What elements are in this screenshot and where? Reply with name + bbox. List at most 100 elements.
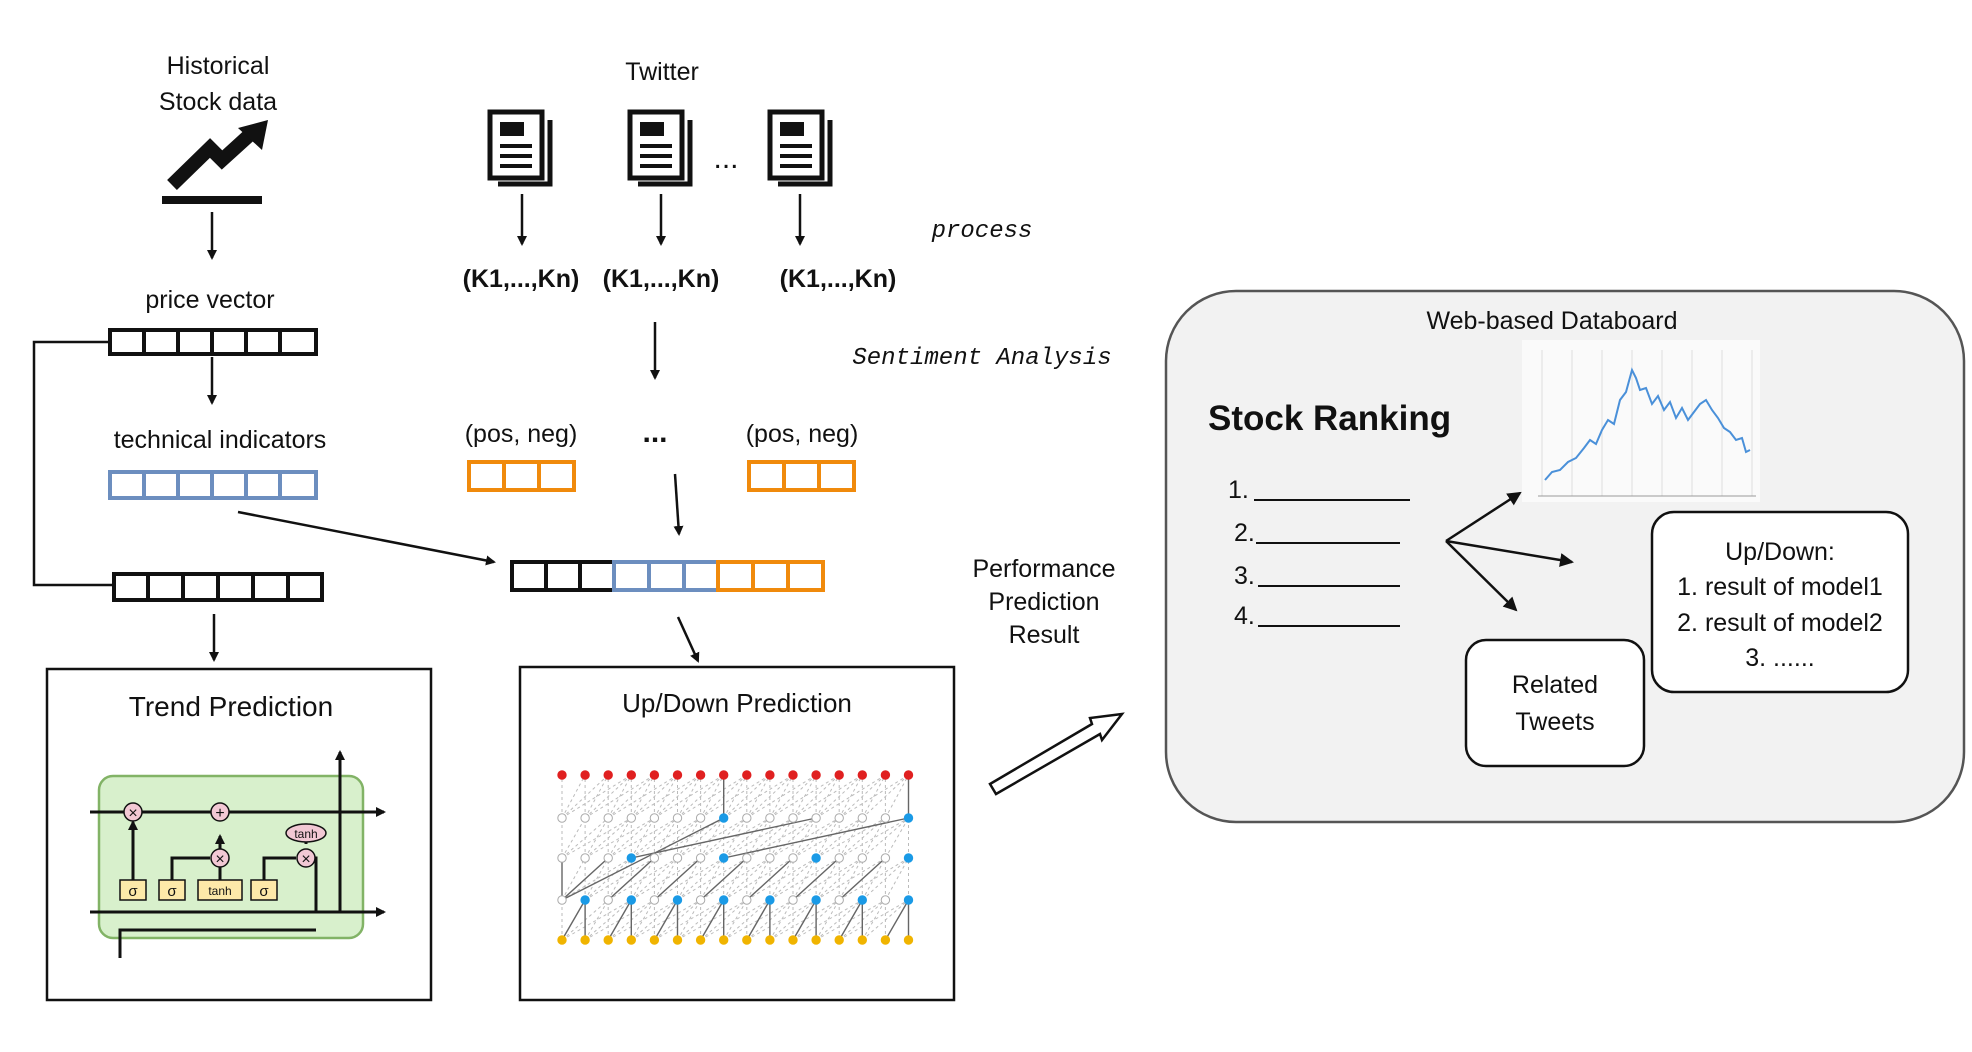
wavenet-output-node — [719, 770, 729, 780]
lstm-op-mul-2: × — [215, 851, 224, 868]
merged-input-cells — [112, 572, 324, 602]
concatenated-feature-vector — [510, 560, 825, 592]
updown-line-2: 2. result of model2 — [1677, 609, 1883, 637]
wavenet-input-node — [557, 935, 567, 945]
wavenet-input-node — [649, 935, 660, 945]
wavenet-output-node — [672, 770, 683, 780]
updown-line-1: 1. result of model1 — [1677, 573, 1883, 601]
wavenet-input-node — [788, 935, 798, 945]
wavenet-input-node — [603, 935, 613, 945]
wavenet-hidden-node — [857, 895, 867, 905]
wavenet-hidden-node — [788, 853, 798, 863]
wavenet-hidden-node — [580, 813, 590, 823]
wavenet-hidden-node — [880, 895, 891, 905]
sentiment-ellipsis: ... — [642, 416, 667, 449]
twitter-label: Twitter — [625, 58, 699, 86]
wavenet-output-node — [834, 770, 844, 780]
lstm-gate-1: σ — [128, 883, 138, 900]
tweet-document-icons — [487, 109, 833, 187]
wavenet-hidden-node — [695, 895, 706, 905]
wavenet-hidden-node — [695, 853, 706, 863]
tweet-document-icon — [487, 109, 553, 187]
sentiment-pair-1: (pos, neg) — [465, 420, 578, 448]
wavenet-hidden-node — [857, 813, 867, 823]
lstm-gate-2: σ — [167, 883, 177, 900]
wavenet-hidden-node — [719, 813, 729, 823]
keywords-2: (K1,...,Kn) — [603, 265, 720, 293]
wavenet-diagram — [557, 770, 914, 945]
price-vector-label: price vector — [145, 286, 274, 314]
wavenet-input-node — [719, 935, 729, 945]
wavenet-output-node — [603, 770, 613, 780]
wavenet-hidden-node — [788, 813, 798, 823]
wavenet-hidden-node — [857, 853, 867, 863]
wavenet-hidden-node — [649, 813, 660, 823]
lstm-op-tanh: tanh — [294, 827, 317, 841]
wavenet-hidden-node — [880, 813, 891, 823]
wavenet-hidden-node — [603, 813, 613, 823]
document-arrows — [517, 194, 805, 246]
ranking-fan-arrows — [1445, 491, 1574, 612]
wavenet-hidden-node — [903, 895, 914, 905]
lstm-op-mul-3: × — [301, 851, 310, 868]
tweet-document-icon — [767, 109, 833, 187]
arrow-sentiment-to-concat — [673, 473, 684, 536]
performance-label-line2: Prediction — [988, 588, 1099, 616]
wavenet-hidden-node — [672, 813, 683, 823]
wavenet-hidden-node — [834, 813, 844, 823]
wavenet-hidden-node — [811, 895, 821, 905]
price-vector-cells — [108, 328, 318, 356]
wavenet-output-node — [811, 770, 821, 780]
performance-label-line1: Performance — [972, 555, 1115, 583]
wavenet-hidden-node — [649, 853, 660, 863]
keywords-1: (K1,...,Kn) — [463, 265, 580, 293]
wavenet-hidden-node — [811, 813, 821, 823]
wavenet-input-node — [742, 935, 752, 945]
related-tweets-panel — [1464, 638, 1646, 768]
stock-price-thumbnail-chart — [1522, 340, 1760, 502]
sentiment-analysis-label: Sentiment Analysis — [852, 345, 1111, 372]
dashboard-title: Web-based Databoard — [1426, 307, 1677, 335]
lstm-gate-3: tanh — [208, 884, 231, 898]
price-bypass-connector — [32, 340, 112, 587]
updown-line-title: Up/Down: — [1725, 538, 1835, 566]
wavenet-hidden-node — [626, 853, 636, 863]
wavenet-output-node — [557, 770, 567, 780]
wavenet-input-node — [672, 935, 683, 945]
wavenet-hidden-node — [557, 813, 567, 823]
technical-indicator-cells — [108, 470, 318, 500]
performance-label-line3: Result — [1009, 621, 1080, 649]
updown-prediction-title: Up/Down Prediction — [622, 688, 852, 718]
wavenet-hidden-node — [626, 895, 636, 905]
lstm-gate-4: σ — [259, 883, 269, 900]
wavenet-output-node — [580, 770, 590, 780]
wavenet-hidden-node — [742, 895, 752, 905]
wavenet-hidden-node — [811, 853, 821, 863]
lstm-cell-diagram: × + × × tanh σ σ tanh σ — [90, 750, 386, 958]
wavenet-hidden-node — [580, 853, 590, 863]
wavenet-output-node — [903, 770, 914, 780]
hollow-arrow-to-dashboard — [988, 712, 1125, 796]
wavenet-output-node — [695, 770, 706, 780]
historical-label-line2: Stock data — [159, 88, 277, 116]
wavenet-hidden-node — [765, 895, 775, 905]
updown-results-panel — [1650, 510, 1910, 694]
wavenet-hidden-node — [834, 895, 844, 905]
wavenet-hidden-node — [880, 853, 891, 863]
wavenet-output-node — [880, 770, 891, 780]
wavenet-hidden-node — [765, 853, 775, 863]
wavenet-input-node — [834, 935, 844, 945]
wavenet-hidden-node — [903, 853, 914, 863]
wavenet-hidden-node — [834, 853, 844, 863]
wavenet-hidden-node — [672, 895, 683, 905]
related-tweets-line2: Tweets — [1515, 708, 1594, 736]
wavenet-input-node — [695, 935, 706, 945]
wavenet-hidden-node — [649, 895, 660, 905]
wavenet-output-node — [742, 770, 752, 780]
stock-trend-icon — [162, 120, 268, 204]
related-tweets-line1: Related — [1512, 671, 1598, 699]
documents-ellipsis: ... — [713, 142, 738, 175]
keywords-3: (K1,...,Kn) — [780, 265, 897, 293]
